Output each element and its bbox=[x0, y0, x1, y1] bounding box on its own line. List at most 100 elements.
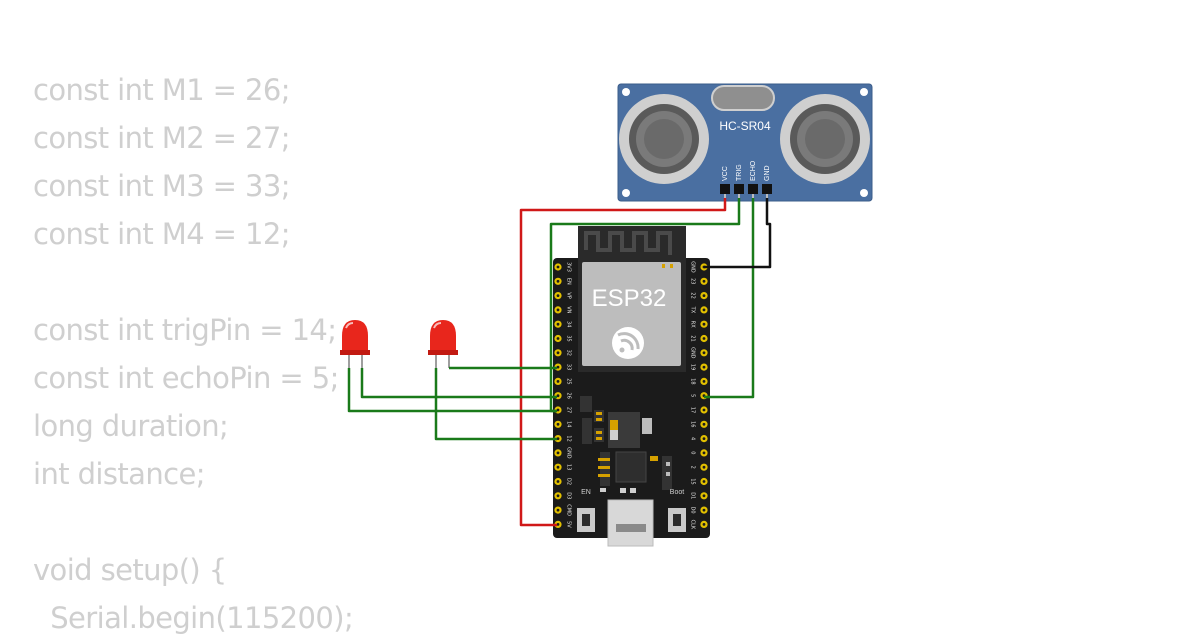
esp32-pin-label: 21 bbox=[690, 335, 696, 341]
esp32-pin-label: GND bbox=[566, 447, 572, 459]
esp32-pin-label: 18 bbox=[690, 378, 696, 384]
esp32-pin[interactable]: 4 bbox=[690, 435, 708, 443]
code-line: const int echoPin = 5; bbox=[33, 361, 339, 395]
led-right[interactable] bbox=[428, 320, 458, 368]
esp32-pin[interactable]: 22 bbox=[690, 292, 708, 300]
esp32-pin[interactable]: 12 bbox=[554, 435, 572, 443]
sensor-pin-label: GND bbox=[764, 165, 771, 181]
esp32-pin-label: 25 bbox=[566, 378, 572, 384]
wire-led-left-26 bbox=[360, 368, 557, 399]
esp32-pin-label: CLK bbox=[690, 520, 696, 530]
esp32-pin[interactable]: TX bbox=[690, 306, 708, 314]
esp32-pin[interactable]: 13 bbox=[554, 463, 572, 471]
esp32-pin-label: 2 bbox=[690, 466, 696, 469]
esp32-pin-label: 26 bbox=[566, 393, 572, 399]
esp32-pin-label: 19 bbox=[690, 364, 696, 370]
esp32-pin-label: 15 bbox=[690, 478, 696, 484]
wire-gnd-gnd bbox=[704, 198, 772, 269]
esp32-pin[interactable]: 35 bbox=[554, 334, 572, 343]
sensor-model-label: HC-SR04 bbox=[719, 119, 771, 133]
esp32-pin[interactable]: 23 bbox=[690, 277, 708, 285]
en-button-label: EN bbox=[581, 489, 591, 496]
esp32-pin[interactable]: 15 bbox=[690, 477, 708, 486]
esp32-pin[interactable]: VN bbox=[554, 306, 572, 314]
esp32-pin[interactable]: GND bbox=[554, 447, 572, 459]
wires bbox=[347, 198, 772, 527]
esp32-pin-label: 16 bbox=[690, 421, 696, 427]
esp32-pin[interactable]: GND bbox=[690, 347, 708, 359]
esp32-pin-headers: 3V3ENVPVN343532332526271412GND13D2D3CMD5… bbox=[554, 261, 708, 530]
esp32-pin-label: 14 bbox=[566, 421, 572, 427]
esp32-pin-label: 27 bbox=[566, 407, 572, 413]
esp32-pin[interactable]: CMD bbox=[554, 504, 572, 516]
boot-button[interactable] bbox=[668, 508, 686, 532]
code-editor-text: const int M1 = 26;const int M2 = 27;cons… bbox=[33, 66, 354, 642]
code-line: Serial.begin(115200); bbox=[33, 601, 354, 635]
esp32-pin[interactable]: 21 bbox=[690, 334, 708, 343]
esp32-pin[interactable]: D3 bbox=[554, 492, 572, 500]
esp32-pin-label: D1 bbox=[690, 492, 696, 499]
esp32-pin-label: 4 bbox=[690, 437, 696, 440]
esp32-pin-label: 35 bbox=[566, 335, 572, 341]
transducer-right-icon bbox=[780, 94, 870, 184]
sensor-pin-label: TRIG bbox=[736, 164, 743, 181]
esp32-pin-label: 5V bbox=[566, 521, 572, 528]
wire-led-right-12 bbox=[434, 368, 557, 441]
esp32-pin-label: D2 bbox=[566, 478, 572, 485]
code-line: int distance; bbox=[33, 457, 205, 491]
esp32-pin[interactable]: 34 bbox=[554, 320, 572, 328]
esp32-pin-label: 34 bbox=[566, 321, 572, 327]
esp32-pin[interactable]: D0 bbox=[690, 506, 708, 514]
esp32-pin[interactable]: D2 bbox=[554, 477, 572, 486]
esp32-pin-label: D0 bbox=[690, 507, 696, 514]
esp32-pin[interactable]: EN bbox=[554, 277, 572, 285]
code-line: const int M2 = 27; bbox=[33, 121, 290, 155]
code-line: void setup() { bbox=[33, 553, 227, 587]
esp32-pin-label: 17 bbox=[690, 407, 696, 413]
esp32-pin[interactable]: 16 bbox=[690, 420, 708, 428]
code-line: const int trigPin = 14; bbox=[33, 313, 337, 347]
led-left[interactable] bbox=[340, 320, 370, 368]
wire-vcc-5v bbox=[519, 198, 727, 527]
sensor-pin-label: ECHO bbox=[750, 160, 757, 181]
esp32-pin[interactable]: 19 bbox=[690, 363, 708, 371]
esp32-pin[interactable]: 32 bbox=[554, 349, 572, 357]
wire-echo-5 bbox=[704, 198, 755, 399]
esp32-pin-label: EN bbox=[566, 278, 572, 285]
esp32-pin-label: RX bbox=[690, 321, 696, 328]
board-name-label: ESP32 bbox=[592, 285, 667, 312]
transducer-left-icon bbox=[619, 94, 709, 184]
sensor-pin-label: VCC bbox=[722, 166, 729, 181]
esp32-pin[interactable]: D1 bbox=[690, 492, 708, 500]
esp32-board[interactable]: ESP32 EN bbox=[553, 226, 710, 547]
esp32-pin-label: 5 bbox=[690, 394, 696, 397]
esp32-pin[interactable]: 3V3 bbox=[554, 262, 572, 272]
esp32-pin-label: 13 bbox=[566, 464, 572, 470]
esp32-pin[interactable]: 0 bbox=[690, 449, 708, 457]
esp32-pin[interactable]: 18 bbox=[690, 377, 708, 385]
esp32-pin[interactable]: VP bbox=[554, 292, 572, 300]
esp32-pin-label: 23 bbox=[690, 278, 696, 284]
code-line: const int M4 = 12; bbox=[33, 217, 290, 251]
esp32-pin[interactable]: CLK bbox=[690, 520, 708, 530]
code-line: const int M3 = 33; bbox=[33, 169, 290, 203]
esp32-pin-label: TX bbox=[690, 306, 696, 314]
espressif-logo-icon bbox=[612, 327, 644, 359]
esp32-pin-label: 32 bbox=[566, 350, 572, 356]
esp32-pin-label: 3V3 bbox=[566, 262, 572, 272]
esp32-pin[interactable]: 2 bbox=[690, 463, 708, 471]
ultrasonic-sensor[interactable]: HC-SR04 VCC TRIG ECHO GND bbox=[617, 83, 873, 202]
esp32-pin[interactable]: 14 bbox=[554, 420, 572, 428]
code-line: long duration; bbox=[33, 409, 229, 443]
esp32-pin-label: VP bbox=[566, 292, 572, 298]
esp32-pin[interactable]: 25 bbox=[554, 377, 572, 385]
esp32-pin-label: 0 bbox=[690, 451, 696, 454]
esp32-pin[interactable]: RX bbox=[690, 320, 708, 329]
en-button[interactable] bbox=[577, 508, 595, 532]
esp32-pin-label: 33 bbox=[566, 364, 572, 370]
esp32-pin-label: CMD bbox=[566, 504, 572, 516]
esp32-pin-label: 22 bbox=[690, 292, 696, 298]
esp32-pin[interactable]: 17 bbox=[690, 406, 708, 414]
esp32-pin-label: 12 bbox=[566, 435, 572, 441]
